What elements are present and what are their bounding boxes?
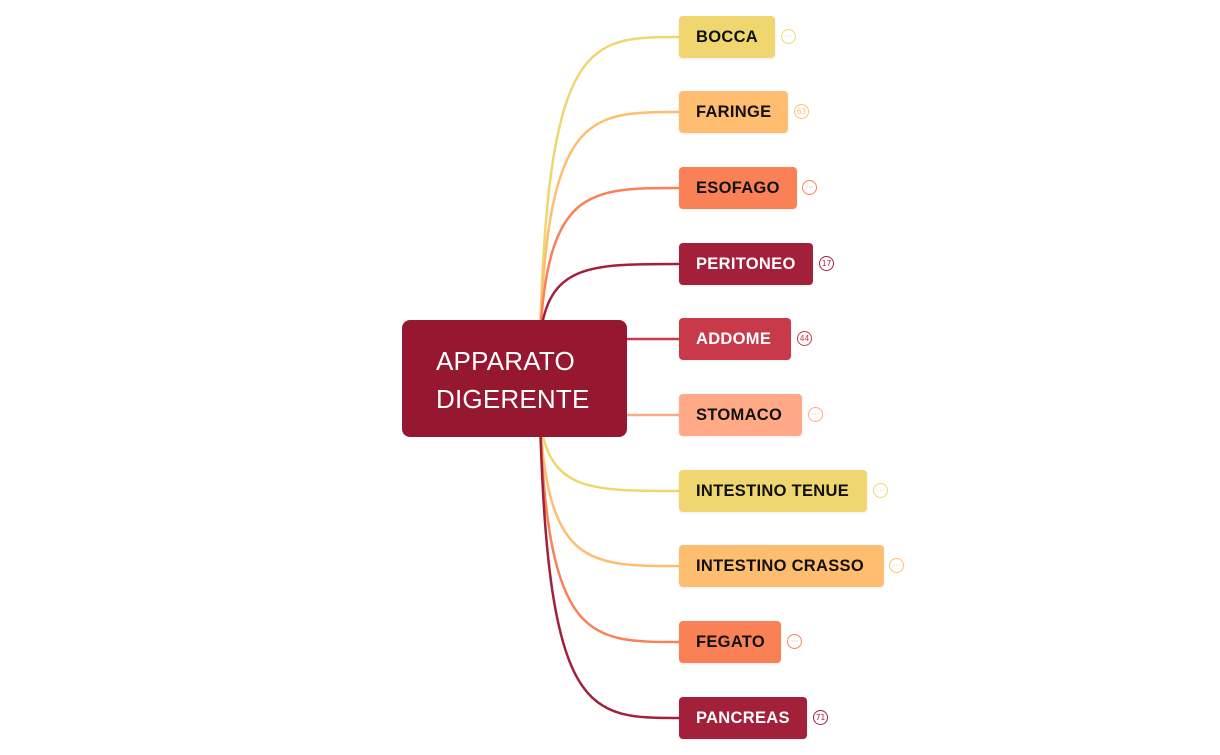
connector-line: [538, 416, 681, 568]
topic-intestino-tenue[interactable]: INTESTINO TENUE: [679, 470, 867, 512]
collapse-badge[interactable]: 71: [813, 710, 828, 725]
collapse-badge[interactable]: ···: [873, 483, 888, 498]
collapse-badge[interactable]: ···: [781, 29, 796, 44]
topic-label: PANCREAS: [696, 708, 790, 727]
topic-label: FEGATO: [696, 632, 766, 651]
topic-peritoneo[interactable]: PERITONEO: [679, 243, 813, 285]
topic-label: FARINGE: [696, 102, 772, 121]
central-topic-line2: DIGERENTE: [436, 384, 590, 414]
topic-esofago[interactable]: ESOFAGO: [679, 167, 797, 209]
topic-label: INTESTINO CRASSO: [696, 556, 864, 575]
topic-label: INTESTINO TENUE: [696, 481, 850, 500]
connector-line: [538, 416, 681, 493]
connector-line: [538, 110, 681, 340]
topic-faringe[interactable]: FARINGE: [679, 91, 788, 133]
central-topic[interactable]: APPARATO DIGERENTE: [402, 320, 627, 437]
topic-label: STOMACO: [696, 405, 783, 424]
topic-pancreas[interactable]: PANCREAS: [679, 697, 807, 739]
topic-fegato[interactable]: FEGATO: [679, 621, 781, 663]
topic-intestino-crasso[interactable]: INTESTINO CRASSO: [679, 545, 884, 587]
collapse-badge[interactable]: 17: [819, 256, 834, 271]
topic-label: ESOFAGO: [696, 178, 780, 197]
collapse-badge[interactable]: ···: [889, 558, 904, 573]
topic-stomaco[interactable]: STOMACO: [679, 394, 802, 436]
central-topic-line1: APPARATO: [436, 346, 575, 376]
connector-line: [538, 416, 681, 644]
topic-label: BOCCA: [696, 27, 758, 46]
collapse-badge[interactable]: ···: [787, 634, 802, 649]
topic-label: ADDOME: [696, 329, 772, 348]
topic-bocca[interactable]: BOCCA: [679, 16, 775, 58]
connector-line: [538, 186, 681, 340]
topic-label: PERITONEO: [696, 254, 796, 273]
connector-line: [538, 262, 681, 340]
connector-line: [538, 416, 681, 720]
collapse-badge[interactable]: ···: [808, 407, 823, 422]
collapse-badge[interactable]: 63: [794, 104, 809, 119]
connector-line: [538, 35, 681, 340]
collapse-badge[interactable]: ···: [802, 180, 817, 195]
topic-addome[interactable]: ADDOME: [679, 318, 791, 360]
collapse-badge[interactable]: 44: [797, 331, 812, 346]
